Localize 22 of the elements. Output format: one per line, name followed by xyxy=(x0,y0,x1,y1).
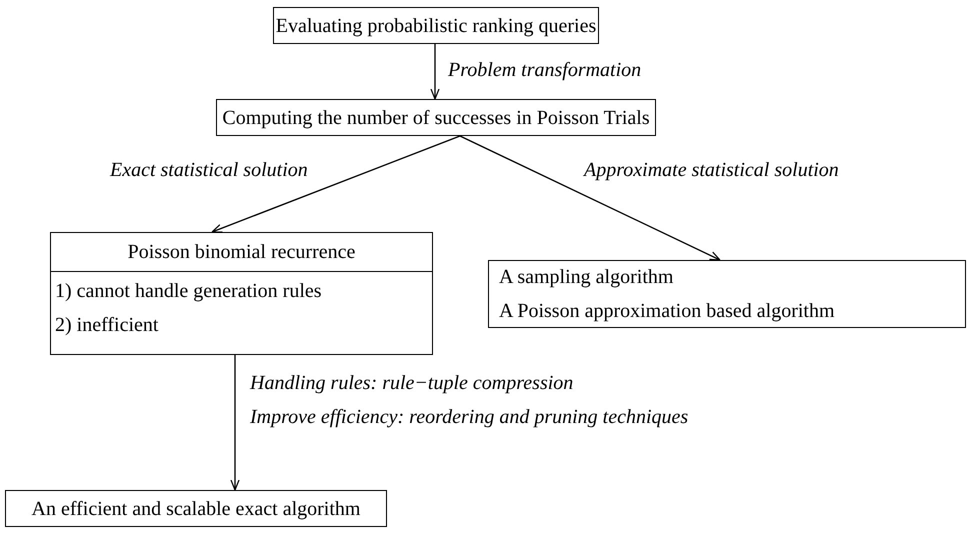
arrow xyxy=(430,44,440,100)
list-item: A Poisson approximation based algorithm xyxy=(499,299,836,324)
box-label: Computing the number of successes in Poisson Trials xyxy=(222,106,650,130)
edge-label: Exact statistical solution xyxy=(110,158,308,183)
arrow xyxy=(211,135,460,233)
list-item: 1) cannot handle generation rules xyxy=(55,279,323,304)
list-item: A sampling algorithm xyxy=(499,265,674,290)
edge-label: Problem transformation xyxy=(448,58,642,83)
box-label: An efficient and scalable exact algorithm xyxy=(32,496,360,522)
process-box xyxy=(50,232,433,355)
process-box xyxy=(5,490,387,527)
edge-label: Handling rules: rule−tuple compression xyxy=(250,371,574,396)
arrow xyxy=(230,355,240,491)
process-box xyxy=(273,7,599,44)
arrow xyxy=(460,135,721,261)
process-box xyxy=(216,99,656,136)
box-heading: Poisson binomial recurrence xyxy=(51,233,432,272)
note-text: Improve efficiency: reordering and pruning techniques xyxy=(250,405,688,430)
process-box xyxy=(488,260,966,328)
edge-label: Approximate statistical solution xyxy=(584,158,839,183)
box-label: Evaluating probabilistic ranking queries xyxy=(276,14,596,38)
list-item: 2) inefficient xyxy=(55,313,160,338)
